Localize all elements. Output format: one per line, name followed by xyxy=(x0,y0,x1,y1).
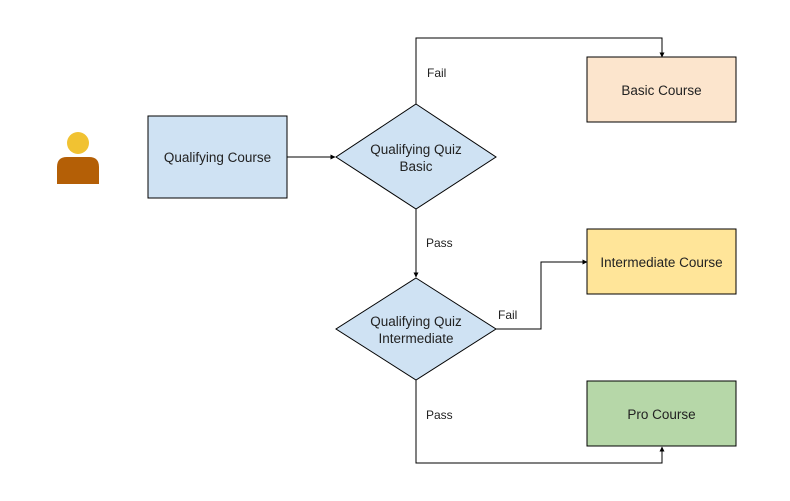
qualifying-course-label: Qualifying Course xyxy=(164,150,271,165)
quiz-intermediate-node: Qualifying Quiz Intermediate xyxy=(335,277,497,381)
basic-course-node: Basic Course xyxy=(586,56,737,123)
qualifying-course-box xyxy=(147,115,288,199)
connectors xyxy=(287,37,665,464)
edge-label-basic-fail: Fail xyxy=(427,66,446,80)
edge-quiz-intermediate-pass xyxy=(415,380,665,464)
quiz-intermediate-label-line2: Intermediate xyxy=(378,331,453,346)
qualifying-course-node: Qualifying Course xyxy=(147,115,288,199)
quiz-basic-label-line2: Basic xyxy=(399,159,432,174)
edge-label-intermediate-fail: Fail xyxy=(498,308,517,322)
quiz-basic-label-line1: Qualifying Quiz xyxy=(370,142,462,157)
intermediate-course-label: Intermediate Course xyxy=(600,255,722,270)
quiz-intermediate-label-line1: Qualifying Quiz xyxy=(370,314,462,329)
pro-course-node: Pro Course xyxy=(586,380,737,447)
quiz-basic-diamond xyxy=(335,103,497,210)
edge-label-intermediate-pass: Pass xyxy=(426,408,453,422)
quiz-basic-node: Qualifying Quiz Basic xyxy=(335,103,497,210)
pro-course-box xyxy=(586,380,737,447)
basic-course-label: Basic Course xyxy=(621,83,701,98)
quiz-intermediate-diamond xyxy=(335,277,497,381)
pro-course-label: Pro Course xyxy=(627,407,695,422)
intermediate-course-node: Intermediate Course xyxy=(586,228,737,295)
edge-quiz-intermediate-fail xyxy=(496,259,588,330)
edge-label-basic-pass: Pass xyxy=(426,236,453,250)
person-head xyxy=(67,132,89,154)
basic-course-box xyxy=(586,56,737,123)
edge-quiz-basic-fail xyxy=(415,37,665,104)
person-icon xyxy=(57,132,99,184)
person-body xyxy=(57,157,99,184)
intermediate-course-box xyxy=(586,228,737,295)
